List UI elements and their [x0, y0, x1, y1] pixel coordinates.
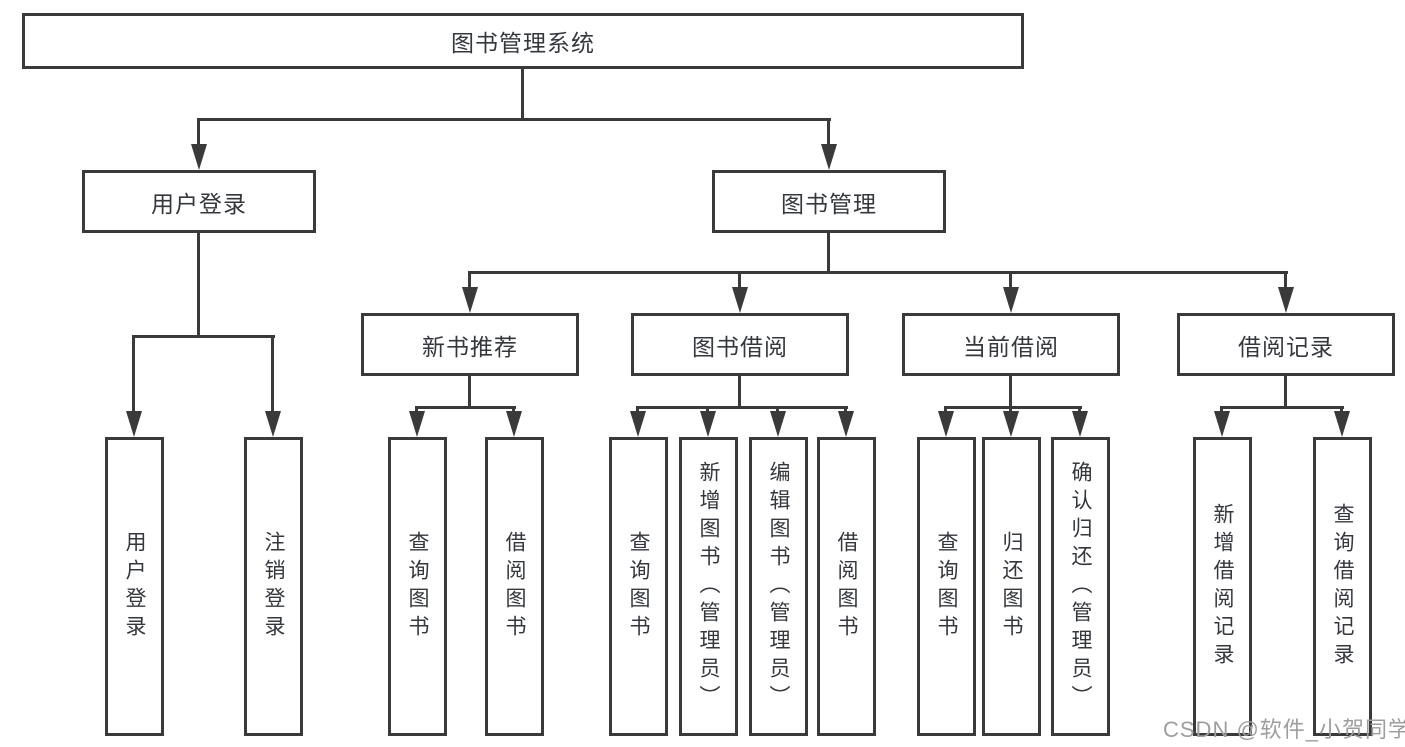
- connector-stem: [944, 406, 947, 415]
- connector-stem: [776, 406, 779, 415]
- csdn-watermark: CSDN @软件_小贺同学: [1163, 717, 1405, 742]
- connector-stem: [1078, 406, 1081, 415]
- leaf-logout-label: 注销登录: [262, 530, 285, 643]
- node-root: 图书管理系统: [22, 13, 1024, 69]
- connector-stem: [636, 406, 639, 415]
- connector-stem-leaf-logout: [271, 335, 274, 413]
- leaf-bb-edit-book-admin: 编辑图书（管理员）: [749, 437, 808, 736]
- arrow-down-icon: [938, 411, 954, 437]
- leaf-bb-add-book-admin-label: 新增图书（管理员）: [697, 460, 720, 713]
- node-current-borrow: 当前借阅: [902, 313, 1120, 376]
- connector-book-borrow-trunk: [738, 376, 741, 406]
- connector-stem-current-borrow: [1009, 271, 1012, 293]
- node-root-label: 图书管理系统: [451, 30, 595, 56]
- arrow-down-icon: [506, 411, 522, 437]
- leaf-cb-return-book-label: 归还图书: [1000, 530, 1023, 643]
- connector-current-borrow-trunk: [1009, 376, 1012, 406]
- arrow-down-icon: [821, 144, 837, 170]
- leaf-cb-return-book: 归还图书: [982, 437, 1041, 736]
- leaf-nb-borrow-book: 借阅图书: [485, 437, 544, 736]
- connector-borrow-records-trunk: [1284, 376, 1287, 406]
- arrow-down-icon: [409, 411, 425, 437]
- connector-stem-leaf-login: [132, 335, 135, 413]
- arrow-down-icon: [770, 411, 786, 437]
- arrow-down-icon: [126, 411, 142, 437]
- connector-book-management-trunk: [827, 233, 830, 271]
- arrow-down-icon: [732, 287, 748, 313]
- leaf-nb-query-book: 查询图书: [388, 437, 447, 736]
- leaf-br-add-record-label: 新增借阅记录: [1211, 502, 1234, 671]
- leaf-bb-query-book: 查询图书: [609, 437, 668, 736]
- connector-stem: [844, 406, 847, 415]
- arrow-down-icon: [1278, 287, 1294, 313]
- node-book-management: 图书管理: [712, 170, 946, 233]
- node-book-borrow: 图书借阅: [631, 313, 849, 376]
- arrow-down-icon: [1214, 411, 1230, 437]
- leaf-nb-query-book-label: 查询图书: [406, 530, 429, 643]
- leaf-br-query-record: 查询借阅记录: [1313, 437, 1372, 736]
- leaf-br-query-record-label: 查询借阅记录: [1331, 502, 1354, 671]
- connector-book-borrow-branch: [636, 406, 848, 409]
- node-user-login-label: 用户登录: [151, 190, 247, 217]
- connector-stem: [1340, 406, 1343, 415]
- node-user-login: 用户登录: [82, 170, 316, 233]
- leaf-logout: 注销登录: [244, 437, 303, 736]
- connector-new-book-trunk: [468, 376, 471, 406]
- node-borrow-records: 借阅记录: [1177, 313, 1395, 376]
- connector-stem: [706, 406, 709, 415]
- connector-stem-book-management: [827, 118, 830, 148]
- node-book-borrow-label: 图书借阅: [692, 333, 788, 360]
- node-current-borrow-label: 当前借阅: [963, 333, 1059, 360]
- arrow-down-icon: [700, 411, 716, 437]
- arrow-down-icon: [838, 411, 854, 437]
- connector-stem-new-book: [468, 271, 471, 293]
- leaf-bb-query-book-label: 查询图书: [627, 530, 650, 643]
- connector-stem-book-borrow: [738, 271, 741, 293]
- leaf-bb-edit-book-admin-label: 编辑图书（管理员）: [767, 460, 790, 713]
- leaf-nb-borrow-book-label: 借阅图书: [503, 530, 526, 643]
- connector-root-trunk: [521, 69, 524, 118]
- leaf-user-login: 用户登录: [105, 437, 164, 736]
- leaf-user-login-label: 用户登录: [123, 530, 146, 643]
- leaf-cb-query-book-label: 查询图书: [935, 530, 958, 643]
- arrow-down-icon: [1003, 411, 1019, 437]
- arrow-down-icon: [1334, 411, 1350, 437]
- connector-new-book-branch: [415, 406, 516, 409]
- connector-borrow-records-branch: [1220, 406, 1344, 409]
- arrow-down-icon: [265, 411, 281, 437]
- connector-user-login-trunk: [197, 233, 200, 335]
- arrow-down-icon: [191, 144, 207, 170]
- arrow-down-icon: [462, 287, 478, 313]
- arrow-down-icon: [630, 411, 646, 437]
- leaf-br-add-record: 新增借阅记录: [1193, 437, 1252, 736]
- connector-level2-branch: [197, 118, 831, 121]
- arrow-down-icon: [1072, 411, 1088, 437]
- arrow-down-icon: [1003, 287, 1019, 313]
- connector-stem: [512, 406, 515, 415]
- leaf-cb-query-book: 查询图书: [917, 437, 976, 736]
- leaf-bb-borrow-book-label: 借阅图书: [835, 530, 858, 643]
- node-new-book-recommend: 新书推荐: [361, 313, 579, 376]
- connector-stem-user-login: [197, 118, 200, 148]
- connector-current-borrow-branch: [944, 406, 1082, 409]
- leaf-bb-add-book-admin: 新增图书（管理员）: [679, 437, 738, 736]
- leaf-bb-borrow-book: 借阅图书: [817, 437, 876, 736]
- connector-stem: [1220, 406, 1223, 415]
- leaf-cb-confirm-return-admin: 确认归还（管理员）: [1051, 437, 1110, 736]
- node-new-book-recommend-label: 新书推荐: [422, 333, 518, 360]
- connector-level3-branch: [468, 271, 1288, 274]
- node-book-management-label: 图书管理: [781, 190, 877, 217]
- leaf-cb-confirm-return-admin-label: 确认归还（管理员）: [1069, 460, 1092, 713]
- node-borrow-records-label: 借阅记录: [1238, 333, 1334, 360]
- connector-user-login-branch: [132, 335, 275, 338]
- connector-stem-borrow-records: [1284, 271, 1287, 293]
- connector-stem: [415, 406, 418, 415]
- connector-stem: [1009, 406, 1012, 415]
